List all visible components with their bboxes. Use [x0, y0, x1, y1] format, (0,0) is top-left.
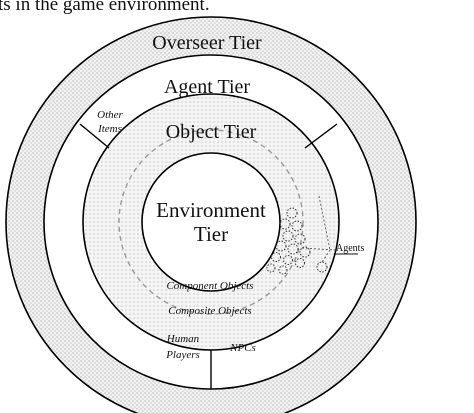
other-items-label-line2: Items — [97, 123, 122, 135]
human-players-label-line2: Players — [165, 349, 200, 361]
agents-label: Agents — [336, 243, 364, 254]
agent-node — [316, 261, 328, 273]
agent-node — [299, 246, 311, 258]
agent-node — [295, 258, 305, 268]
composite-objects-label: Composite Objects — [168, 305, 251, 317]
agent-node — [291, 220, 303, 232]
agent-node — [287, 243, 299, 255]
environment-tier-circle — [141, 152, 281, 292]
object-tier-label: Object Tier — [166, 121, 257, 143]
figure-caption: ts in the game environment. — [0, 0, 210, 15]
agent-node — [266, 263, 276, 273]
divider-other-items-left — [79, 123, 110, 149]
agent-cluster — [266, 207, 328, 275]
overseer-tier-label: Overseer Tier — [152, 32, 262, 54]
agent-node — [278, 265, 288, 275]
agent-node — [282, 230, 294, 242]
environment-tier-label-line2: Tier — [194, 222, 228, 246]
component-objects-label: Component Objects — [166, 280, 253, 292]
agent-node — [275, 240, 287, 252]
agent-node — [283, 255, 293, 265]
agent-node — [279, 218, 291, 230]
agent-tier-label: Agent Tier — [164, 76, 250, 98]
agent-node — [271, 252, 281, 262]
environment-tier-label-line1: Environment — [156, 198, 266, 222]
agent-node — [294, 233, 306, 245]
human-players-label-line1: Human — [166, 333, 200, 345]
npcs-label: NPCs — [229, 342, 256, 354]
divider-right — [304, 123, 338, 149]
agents-pointer — [301, 195, 337, 263]
agent-node — [286, 207, 298, 219]
component-objects-boundary — [118, 129, 304, 315]
other-items-label-line1: Other — [97, 109, 123, 121]
